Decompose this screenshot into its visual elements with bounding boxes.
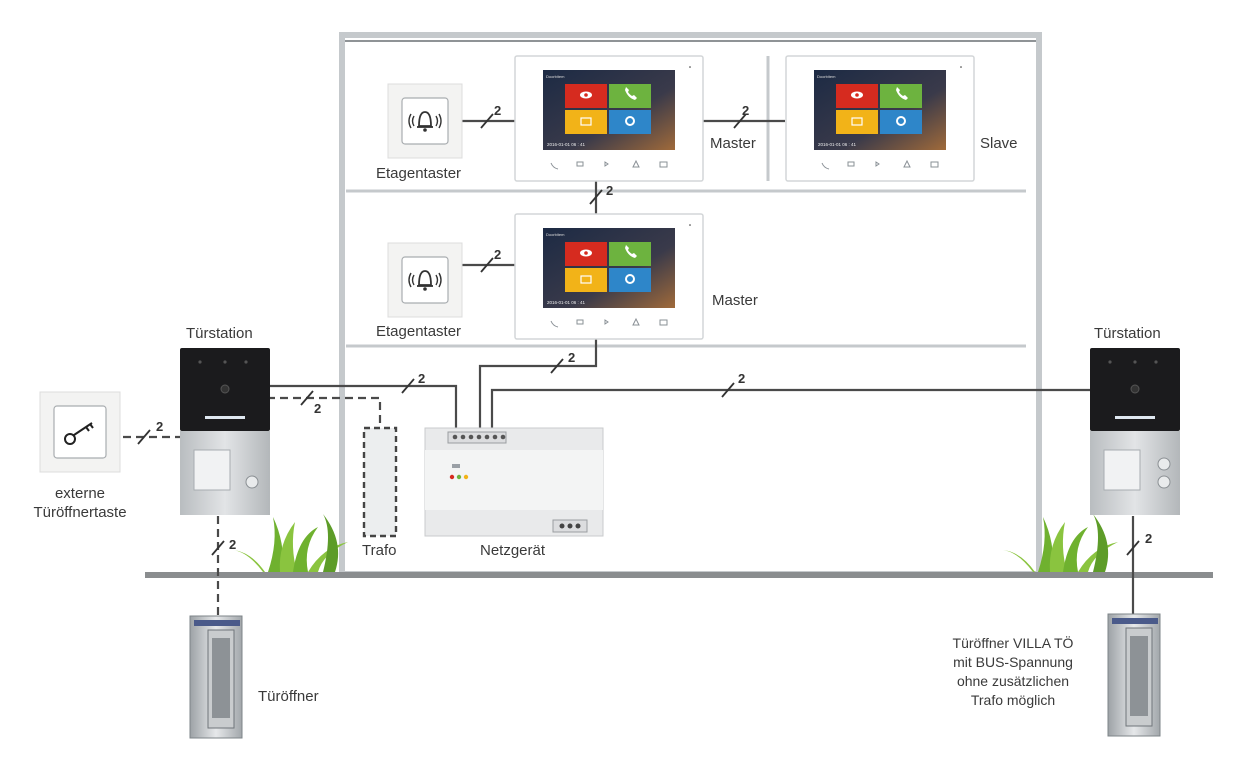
label-tueroeffner-villa: Türöffner VILLA TÖ mit BUS-Spannung ohne… xyxy=(952,635,1074,708)
netzgeraet xyxy=(424,427,604,537)
wire-count: 2 xyxy=(494,103,502,118)
wire-mark xyxy=(589,189,603,205)
ground-line xyxy=(145,572,1213,578)
monitor-master-mid xyxy=(514,213,704,340)
wire-mark xyxy=(137,429,151,445)
wire-door-trafo xyxy=(228,396,382,428)
label-etagentaster-top: Etagentaster xyxy=(376,165,462,182)
wire-count: 2 xyxy=(1145,531,1153,546)
wire-mark xyxy=(1126,540,1140,556)
monitor-slave xyxy=(785,55,975,182)
tuerstation-left-button xyxy=(245,475,259,489)
wire-count: 2 xyxy=(418,371,426,386)
label-tuerstation-left: Türstation xyxy=(186,325,253,342)
grass-left xyxy=(233,514,348,572)
wire-mark xyxy=(733,113,747,129)
label-trafo: Trafo xyxy=(362,542,397,559)
grass-right xyxy=(1003,514,1118,572)
wire-mid-monitor-psu xyxy=(478,338,598,430)
label-externe-taste: externe Türöffnertaste xyxy=(33,485,127,521)
wire-count: 2 xyxy=(156,419,164,434)
wire-count: 2 xyxy=(229,537,237,552)
wire-mark xyxy=(300,390,314,406)
wire-mark xyxy=(480,257,494,273)
etagentaster-top xyxy=(387,83,463,159)
key-icon xyxy=(64,422,94,445)
etagentaster-mid xyxy=(387,242,463,318)
monitor-master-top xyxy=(514,55,704,182)
wire-mark xyxy=(721,382,735,398)
wire-count: 2 xyxy=(606,183,614,198)
label-tuerstation-right: Türstation xyxy=(1094,325,1161,342)
tuerstation-right xyxy=(1089,347,1181,516)
wire-mark xyxy=(480,113,494,129)
tuerstation-right-buttons xyxy=(1157,457,1171,489)
wire-count: 2 xyxy=(738,371,746,386)
label-tueroeffner-left: Türöffner xyxy=(258,688,319,705)
tueroeffner-villa xyxy=(1107,613,1161,737)
wire-right-door-psu xyxy=(490,388,1133,430)
wire-count: 2 xyxy=(494,247,502,262)
label-master-mid: Master xyxy=(712,292,758,309)
wire-count: 2 xyxy=(314,401,322,416)
wire-count: 2 xyxy=(568,350,576,365)
wire-mark xyxy=(211,540,225,556)
label-master-top: Master xyxy=(710,135,756,152)
trafo xyxy=(362,426,398,538)
label-etagentaster-mid: Etagentaster xyxy=(376,323,462,340)
label-slave: Slave xyxy=(980,135,1018,152)
wire-mark xyxy=(401,378,415,394)
tueroeffner-left xyxy=(189,615,243,739)
label-netzgeraet: Netzgerät xyxy=(480,542,546,559)
wire-mark xyxy=(550,358,564,374)
tuerstation-left xyxy=(179,347,271,516)
wire-count: 2 xyxy=(742,103,750,118)
wire-left-door-psu xyxy=(228,384,458,430)
externe-tueroeffnertaste xyxy=(39,391,121,473)
